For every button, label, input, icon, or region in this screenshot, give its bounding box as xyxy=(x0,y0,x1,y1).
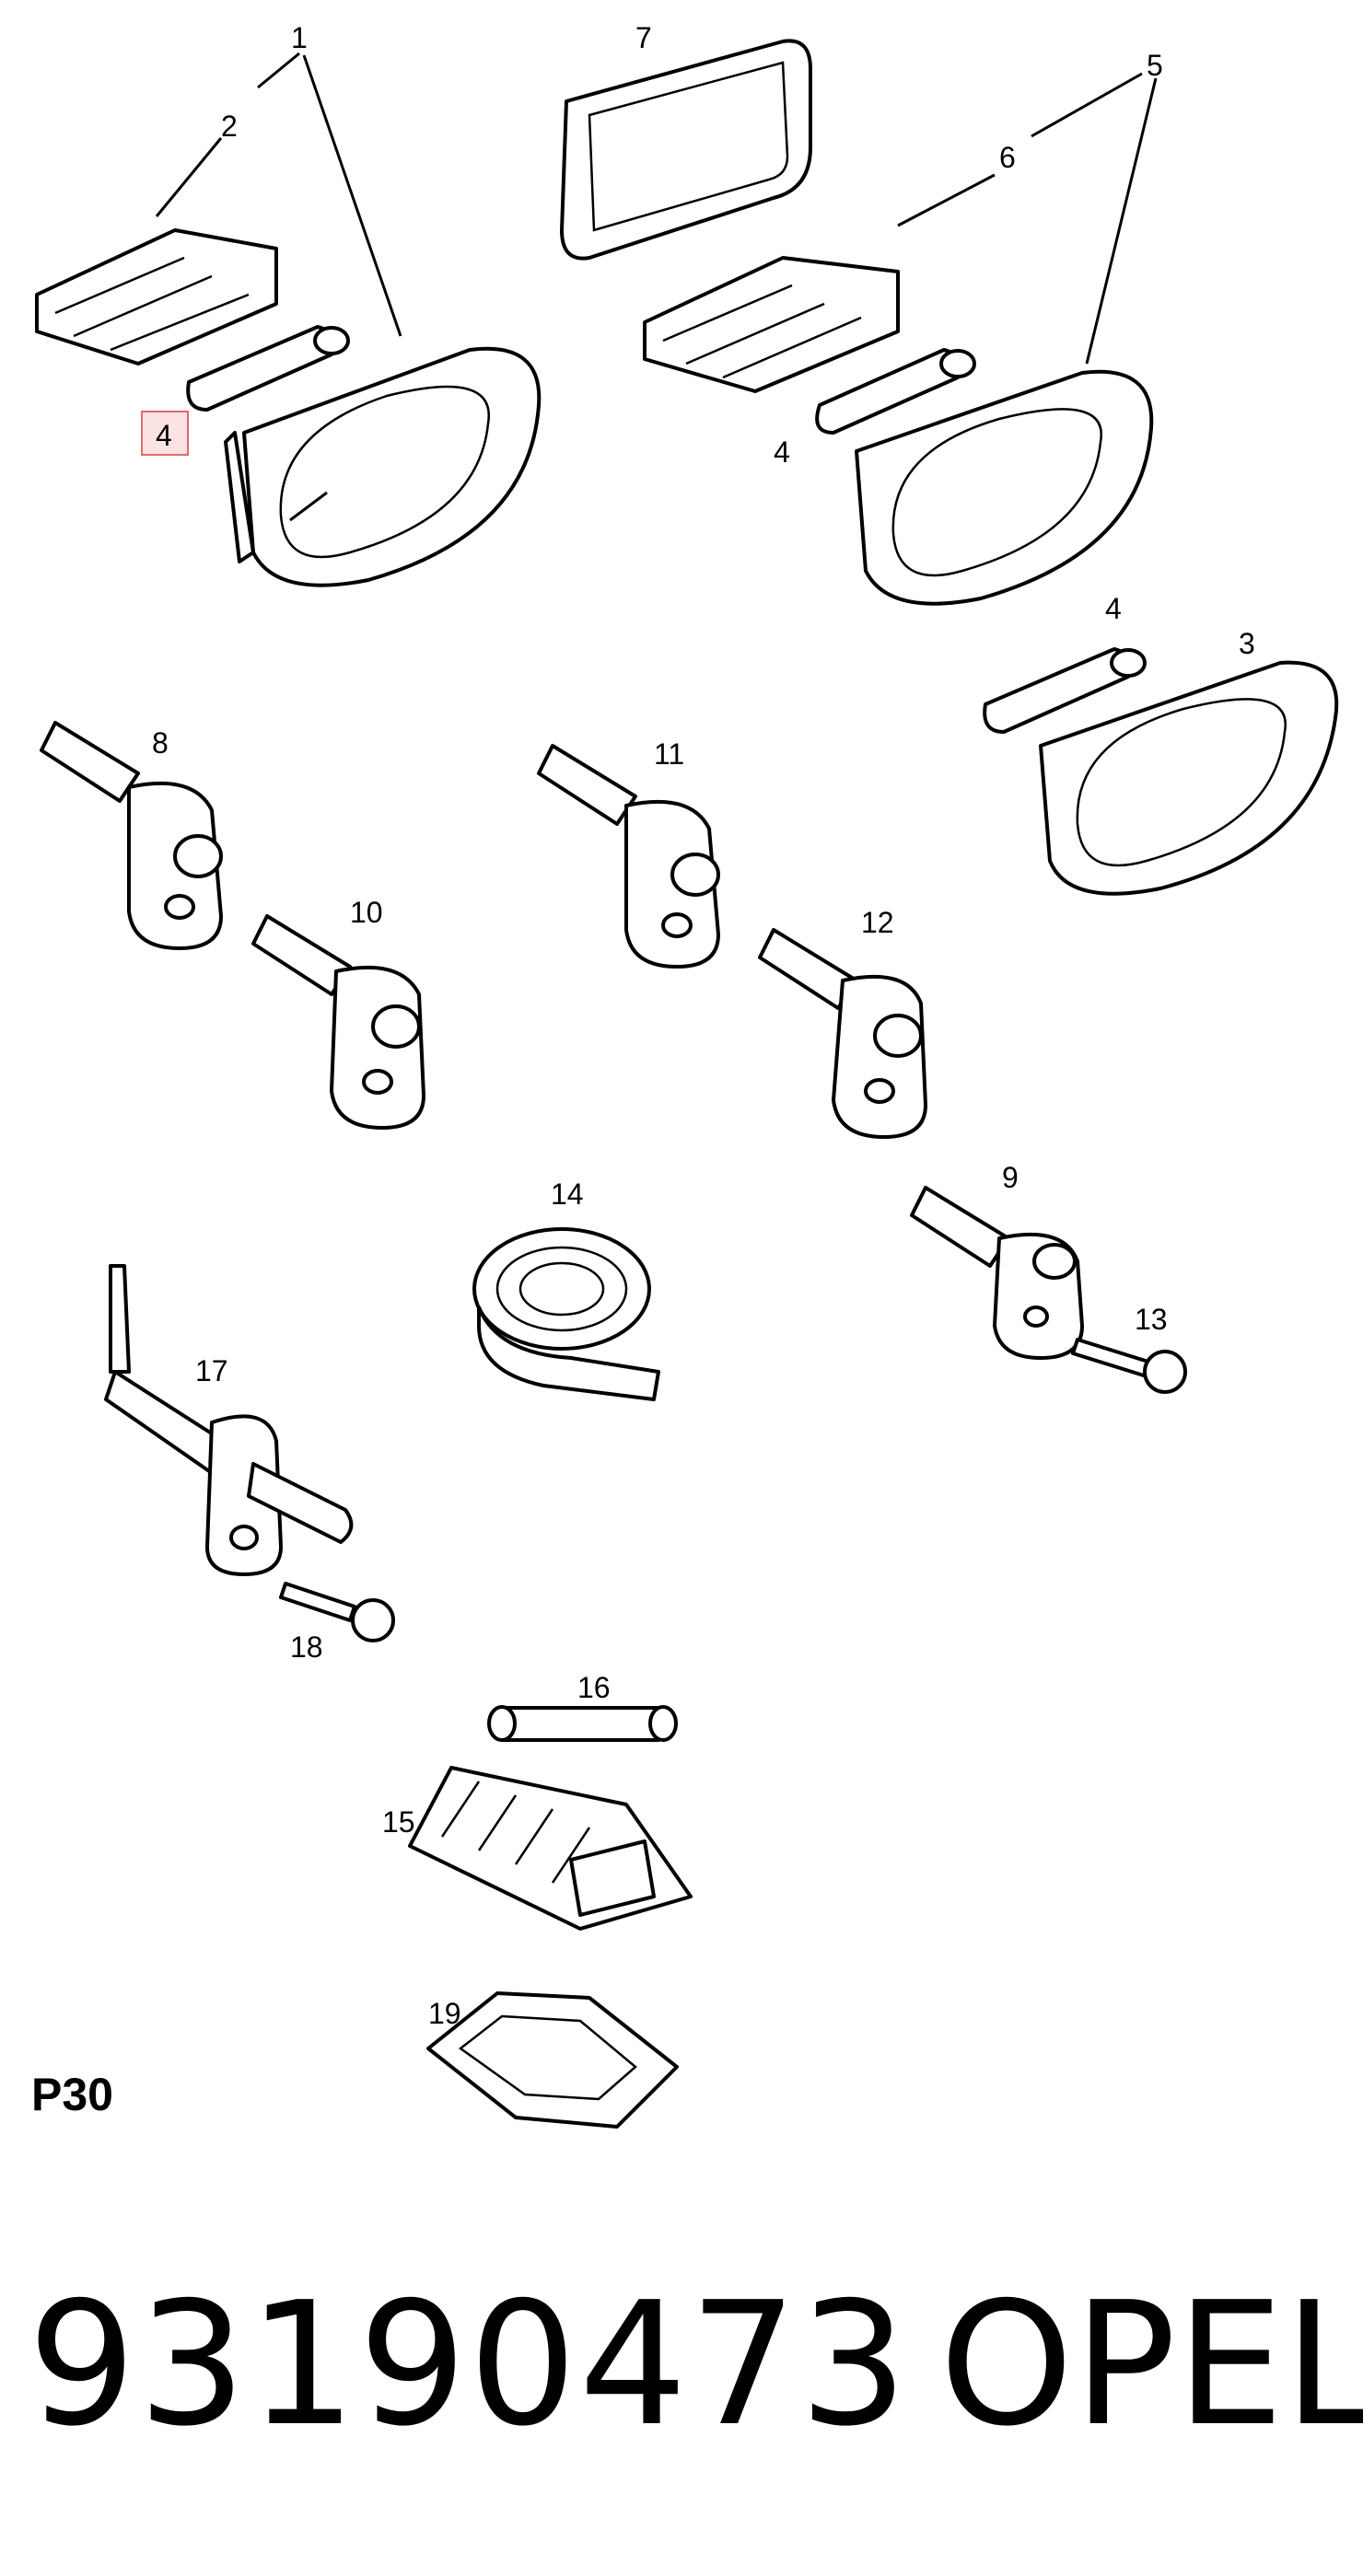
lens-frame-part-19 xyxy=(426,1991,679,2129)
callout-8: 8 xyxy=(152,726,169,760)
bracket-part-6 xyxy=(643,256,900,393)
highlight-box xyxy=(141,411,189,456)
callout-9: 9 xyxy=(1002,1161,1019,1194)
callout-18: 18 xyxy=(290,1630,323,1664)
callout-10: 10 xyxy=(350,896,383,929)
screw-part-18 xyxy=(279,1582,395,1642)
door-switch-part-17 xyxy=(104,1264,354,1576)
callout-labels: 1 2 4 7 5 6 4 4 3 8 11 10 12 14 9 13 17 … xyxy=(152,21,1255,2030)
door-switch-part-8 xyxy=(40,721,223,950)
lamp-housing-part-1 xyxy=(224,346,542,587)
callout-14: 14 xyxy=(551,1178,584,1211)
gasket-part-7 xyxy=(560,39,812,261)
leader-lines xyxy=(155,52,1158,522)
part-number: 93190473 xyxy=(28,2265,910,2464)
door-switch-part-11 xyxy=(537,744,720,969)
door-switch-part-9 xyxy=(910,1186,1084,1360)
brand-name: OPEL xyxy=(939,2265,1363,2464)
door-switch-part-12 xyxy=(758,928,927,1139)
callout-4-highlighted: 4 xyxy=(156,419,172,452)
festoon-bulb-part-4a xyxy=(186,325,350,412)
sealing-tape-part-14 xyxy=(472,1227,660,1401)
bracket-part-2 xyxy=(35,228,278,366)
callout-3: 3 xyxy=(1239,627,1255,660)
festoon-bulb-part-4c xyxy=(983,647,1147,734)
callout-5: 5 xyxy=(1147,49,1163,82)
callout-6: 6 xyxy=(999,141,1016,174)
callout-7: 7 xyxy=(635,21,652,54)
door-switch-part-10 xyxy=(251,914,425,1130)
callout-13: 13 xyxy=(1135,1303,1168,1336)
lamp-housing-part-5 xyxy=(855,369,1154,606)
callout-4b: 4 xyxy=(774,435,790,469)
screw-part-13 xyxy=(1071,1338,1187,1394)
section-code: P30 xyxy=(31,2069,113,2120)
festoon-bulb-part-4b xyxy=(815,348,976,435)
lamp-housing-part-3 xyxy=(1039,660,1339,896)
lamp-housing-part-15 xyxy=(408,1766,693,1931)
callout-19: 19 xyxy=(428,1997,461,2030)
festoon-bulb-part-16 xyxy=(487,1705,678,1742)
callout-4c: 4 xyxy=(1105,592,1122,625)
callout-16: 16 xyxy=(577,1671,611,1704)
callout-2: 2 xyxy=(221,110,238,143)
callout-1: 1 xyxy=(291,21,308,54)
callout-15: 15 xyxy=(382,1805,415,1839)
callout-12: 12 xyxy=(861,906,894,939)
callout-11: 11 xyxy=(654,737,684,771)
callout-17: 17 xyxy=(195,1354,228,1387)
